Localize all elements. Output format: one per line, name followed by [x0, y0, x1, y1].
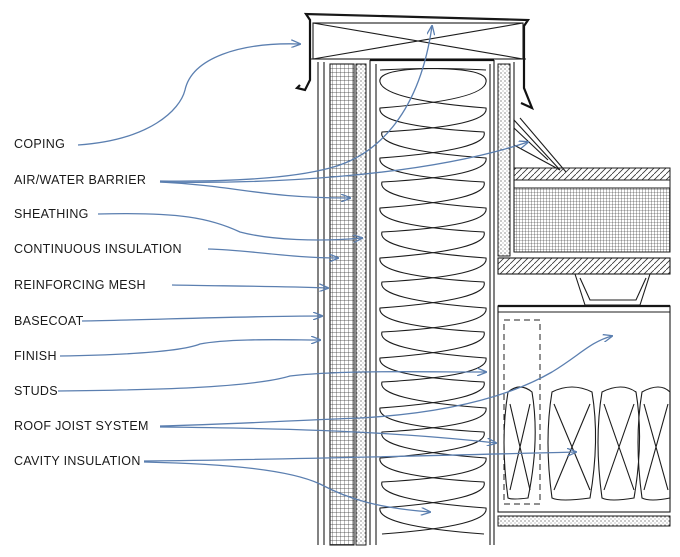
- label-studs: STUDS: [14, 384, 58, 398]
- leader-finish: [59, 340, 320, 357]
- leader-studs: [57, 372, 486, 392]
- leader-roof-joist-system-1: [159, 336, 612, 427]
- label-finish: FINISH: [14, 349, 57, 363]
- leader-cavity-insulation-1: [143, 452, 576, 462]
- label-continuous-insulation: CONTINUOUS INSULATION: [14, 242, 182, 256]
- label-basecoat: BASECOAT: [14, 314, 84, 328]
- label-roof-joist-system: ROOF JOIST SYSTEM: [14, 419, 149, 433]
- leader-roof-joist-system-2: [159, 426, 496, 443]
- leader-coping: [77, 44, 300, 146]
- label-sheathing: SHEATHING: [14, 207, 89, 221]
- label-coping: COPING: [14, 137, 66, 151]
- roof-assembly: [497, 117, 671, 527]
- leader-air-water-barrier-3: [159, 142, 528, 183]
- label-air-water-barrier: AIR/WATER BARRIER: [14, 173, 147, 187]
- leader-air-water-barrier-1: [159, 26, 432, 182]
- label-cavity-insulation: CAVITY INSULATION: [14, 454, 141, 468]
- leader-continuous-insulation: [207, 248, 338, 258]
- leader-air-water-barrier-2: [159, 181, 350, 198]
- leader-basecoat: [81, 316, 322, 322]
- label-reinforcing-mesh: REINFORCING MESH: [14, 278, 146, 292]
- leader-cavity-insulation-2: [143, 461, 430, 512]
- exterior-wall-assembly: [317, 58, 515, 546]
- leader-lines: [57, 26, 612, 512]
- leader-sheathing: [97, 212, 362, 240]
- leader-reinforcing-mesh: [171, 285, 328, 288]
